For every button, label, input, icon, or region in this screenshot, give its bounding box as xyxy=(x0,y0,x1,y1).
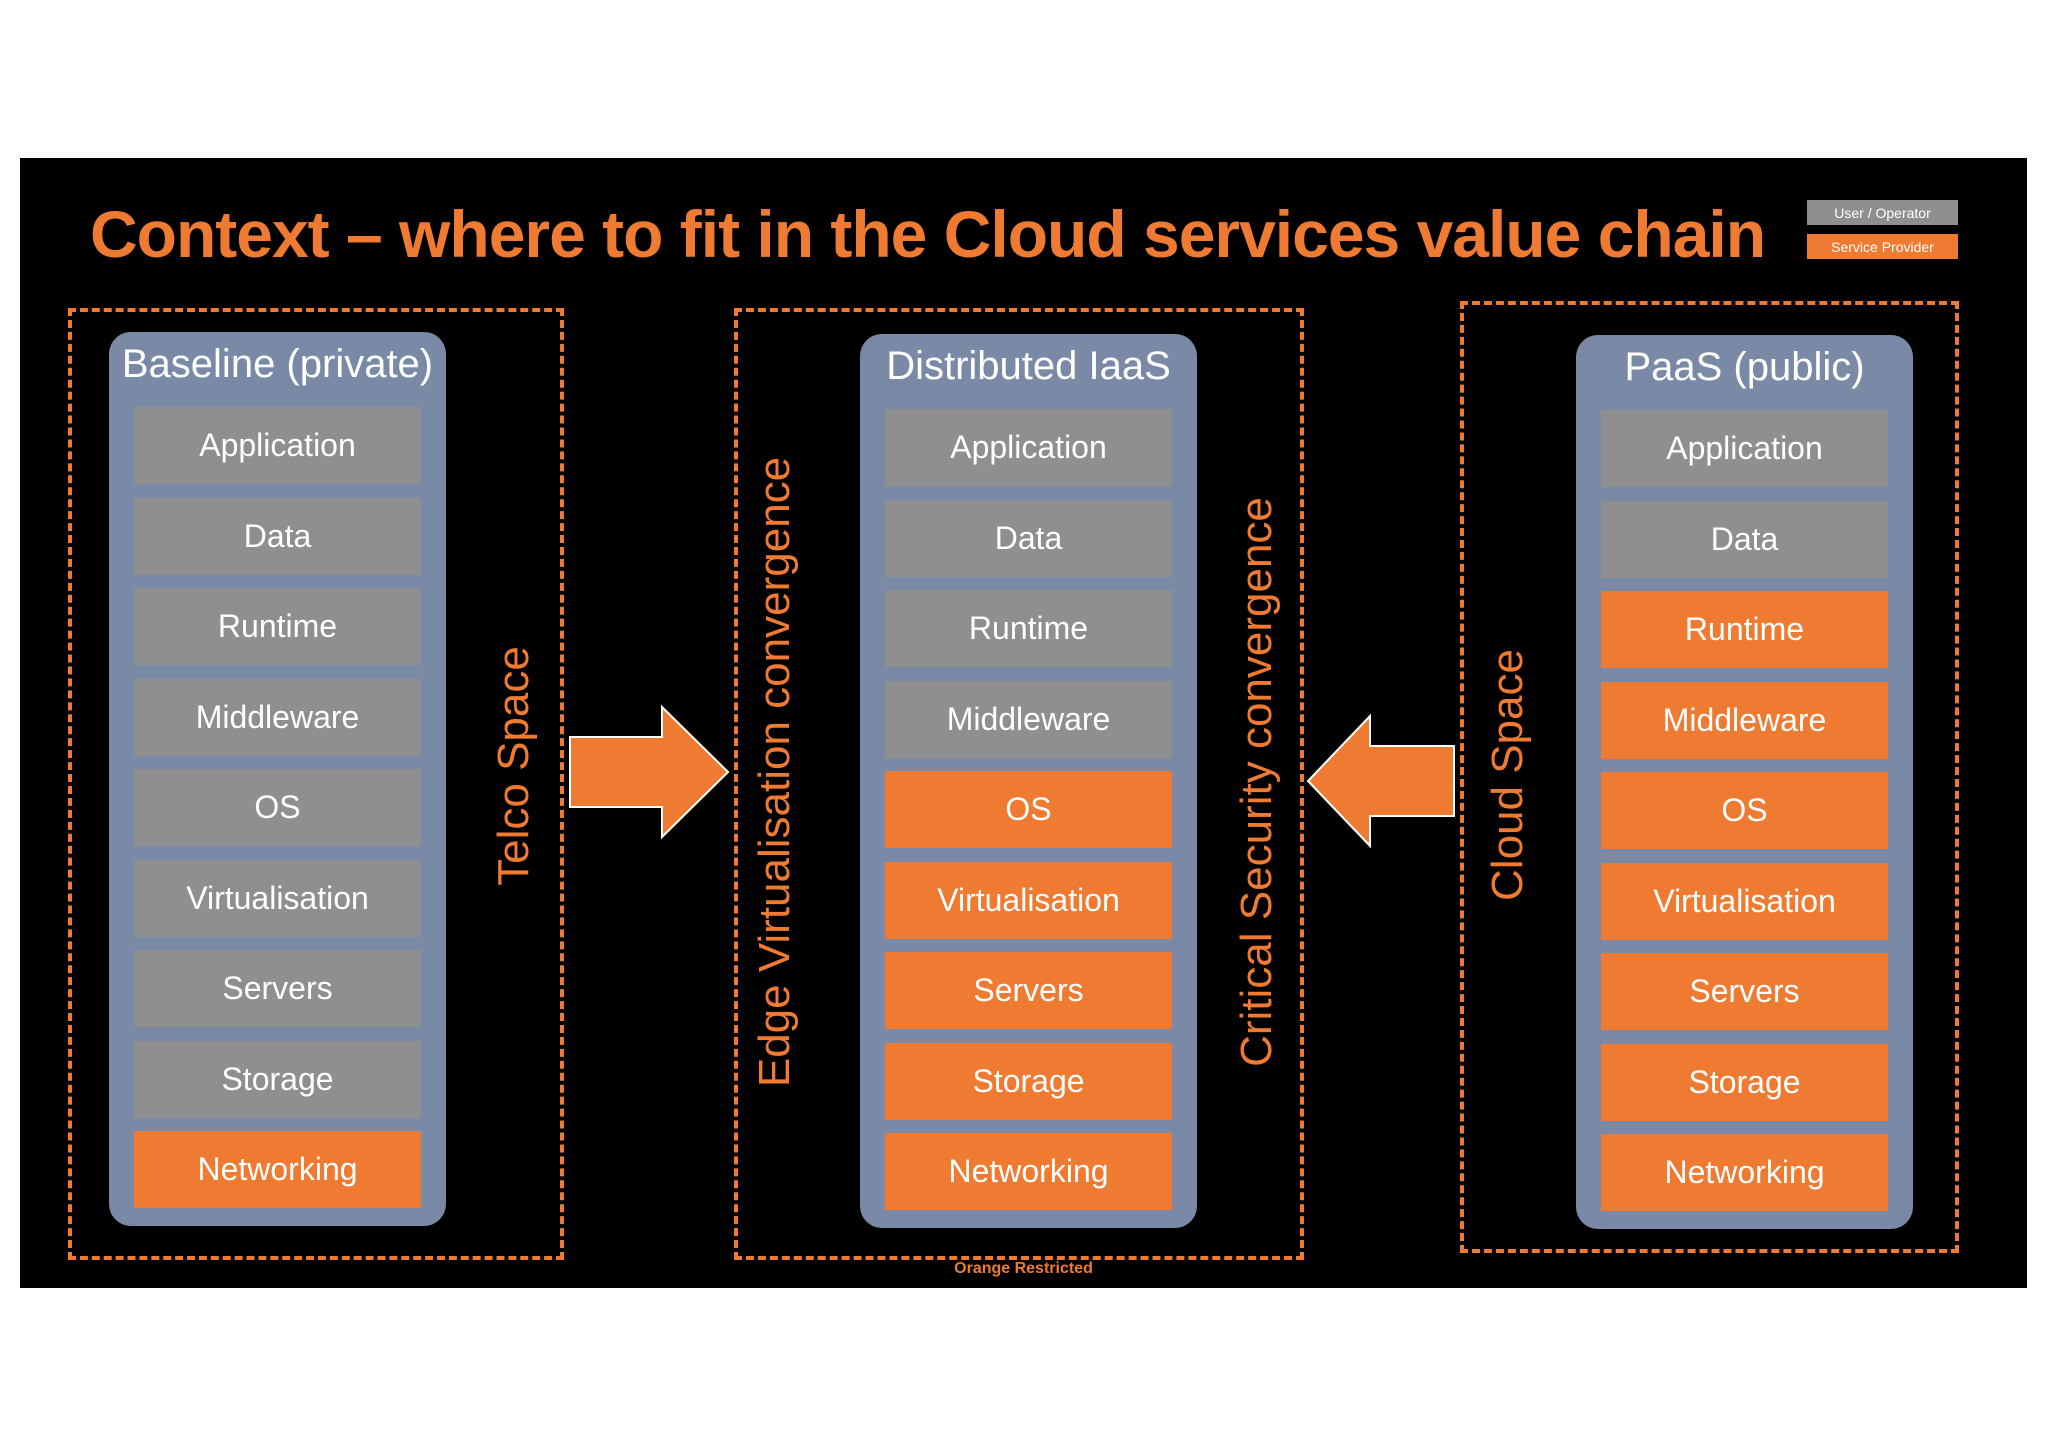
slide: Context – where to fit in the Cloud serv… xyxy=(20,158,2027,1288)
layer-os: OS xyxy=(885,771,1172,848)
cloud-space-frame xyxy=(1460,301,1959,1253)
right-arrow-icon xyxy=(569,705,730,839)
layer-virtualisation: Virtualisation xyxy=(1601,862,1888,940)
critical-security-label: Critical Security convergence xyxy=(1232,497,1281,1067)
layer-servers: Servers xyxy=(134,950,421,1027)
slide-title: Context – where to fit in the Cloud serv… xyxy=(90,197,1766,271)
layer-networking: Networking xyxy=(134,1131,421,1208)
layer-virtualisation: Virtualisation xyxy=(134,859,421,937)
edge-virtualisation-label: Edge Virtualisation convergence xyxy=(750,456,799,1088)
layer-runtime: Runtime xyxy=(1601,591,1888,668)
layer-storage: Storage xyxy=(134,1040,421,1118)
telco-space-label: Telco Space xyxy=(489,646,538,886)
layer-runtime: Runtime xyxy=(134,588,421,665)
layer-runtime: Runtime xyxy=(885,590,1172,667)
layer-middleware: Middleware xyxy=(885,680,1172,758)
stack-title: PaaS (public) xyxy=(1624,345,1865,389)
layer-networking: Networking xyxy=(885,1133,1172,1210)
legend-user-operator: User / Operator xyxy=(1807,200,1958,225)
layer-data: Data xyxy=(134,497,421,575)
layer-data: Data xyxy=(1601,500,1888,578)
distributed-iaas-frame xyxy=(734,308,1304,1260)
layer-os: OS xyxy=(1601,772,1888,849)
layer-servers: Servers xyxy=(885,952,1172,1029)
left-arrow-icon xyxy=(1306,714,1455,848)
layer-application: Application xyxy=(885,409,1172,486)
layer-middleware: Middleware xyxy=(1601,681,1888,759)
layer-storage: Storage xyxy=(1601,1043,1888,1121)
layer-application: Application xyxy=(1601,410,1888,487)
layer-data: Data xyxy=(885,499,1172,577)
layer-application: Application xyxy=(134,407,421,484)
layer-middleware: Middleware xyxy=(134,678,421,756)
layer-os: OS xyxy=(134,769,421,846)
layer-storage: Storage xyxy=(885,1042,1172,1120)
stack-title: Distributed IaaS xyxy=(886,344,1171,388)
stack-title: Baseline (private) xyxy=(121,342,434,386)
layer-networking: Networking xyxy=(1601,1134,1888,1211)
legend-service-provider: Service Provider xyxy=(1807,234,1958,259)
cloud-space-label: Cloud Space xyxy=(1483,649,1532,901)
layer-servers: Servers xyxy=(1601,953,1888,1030)
layer-virtualisation: Virtualisation xyxy=(885,861,1172,939)
telco-space-frame xyxy=(68,308,564,1260)
classification-footer: Orange Restricted xyxy=(954,1260,1093,1277)
